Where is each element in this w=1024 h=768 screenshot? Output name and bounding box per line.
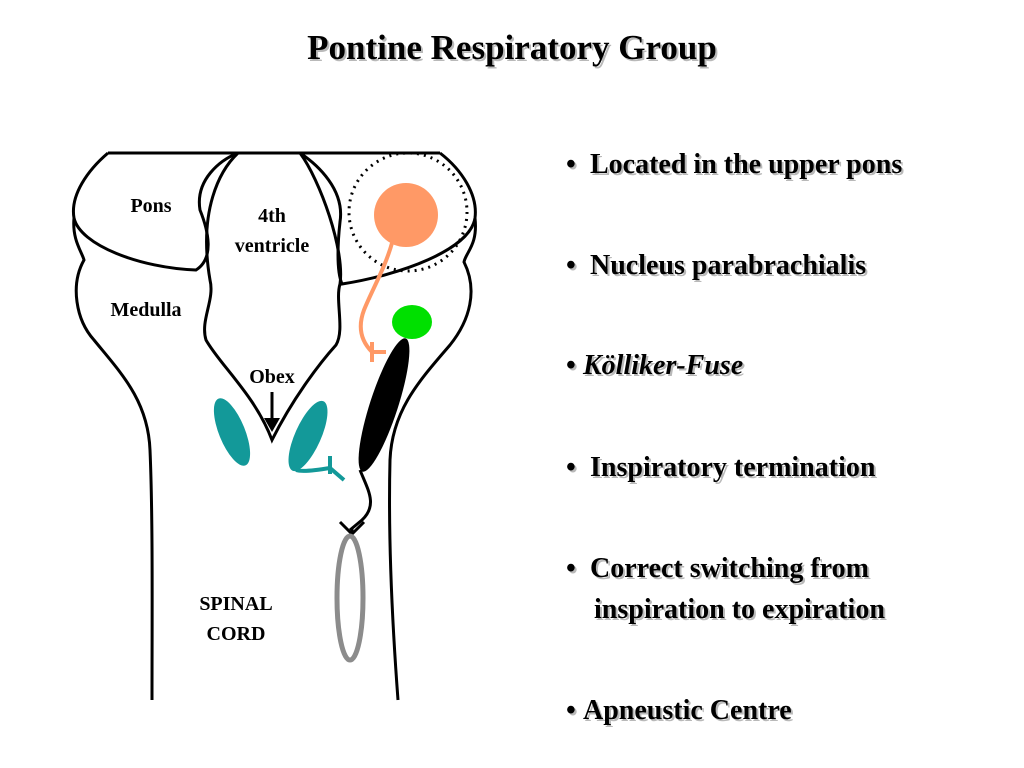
label-pons: Pons [130, 195, 171, 217]
bullet-item: • Located in the upper pons [566, 144, 1016, 185]
bullet-text: Located in the upper pons [590, 149, 903, 180]
bullet-item: • Correct switching from inspiration to e… [566, 548, 1016, 630]
bullet-marker: • [566, 553, 576, 584]
fourth-ventricle [203, 151, 343, 444]
label-medulla: Medulla [110, 299, 181, 321]
label-obex: Obex [249, 366, 295, 388]
bullet-item: • Nucleus parabrachialis [566, 245, 1016, 286]
label-fourth-ventricle-line1: 4th [258, 205, 286, 227]
bullet-marker: • [566, 695, 576, 726]
bullet-marker: • [566, 250, 576, 281]
bullet-marker: • [566, 350, 576, 381]
bullet-item: •Apneustic Centre [566, 690, 1016, 731]
bullet-text-line2: inspiration to expiration [594, 594, 885, 625]
bullet-marker: • [566, 149, 576, 180]
pontine-neuron-body [374, 183, 438, 247]
bullet-text: Kölliker-Fuse [583, 350, 744, 381]
bullet-marker: • [566, 452, 576, 483]
obex-arrow-head [264, 418, 280, 432]
bullet-text: Apneustic Centre [583, 695, 792, 726]
bullet-item: •Kölliker-Fuse [566, 345, 1016, 386]
bullet-text: Inspiratory termination [590, 452, 876, 483]
slide-title: Pontine Respiratory Group [307, 28, 717, 67]
black-neuron-axon [349, 469, 373, 532]
teal-neuron-axon [295, 465, 346, 482]
bullet-text-line1: Correct switching from [590, 553, 869, 584]
pontine-neuron-axon [358, 242, 394, 354]
label-spinal-cord-line1: SPINAL [199, 593, 272, 615]
teal-neuron-left [213, 398, 251, 466]
label-fourth-ventricle-line2: ventricle [235, 235, 310, 257]
teal-neuron-right [288, 400, 328, 472]
right-medulla-outline [387, 217, 477, 701]
motor-neuron [334, 533, 366, 663]
brainstem-diagram: Pons 4th ventricle Medulla Obex SPINAL C… [71, 151, 477, 701]
black-axon-terminal [338, 520, 366, 537]
label-spinal-cord-line2: CORD [207, 623, 266, 645]
right-pons-lobe [299, 151, 477, 286]
pontine-nucleus-boundary [347, 151, 469, 273]
pontine-axon-terminal [370, 342, 386, 362]
left-pons-lobe [71, 151, 239, 272]
green-neuron [392, 305, 432, 339]
bullet-item: • Inspiratory termination [566, 447, 1016, 488]
bullet-list: • Located in the upper pons • Nucleus para… [566, 0, 1016, 768]
black-neuron-body [358, 338, 410, 472]
left-medulla-outline [72, 217, 154, 701]
bullet-text: Nucleus parabrachialis [590, 250, 867, 281]
